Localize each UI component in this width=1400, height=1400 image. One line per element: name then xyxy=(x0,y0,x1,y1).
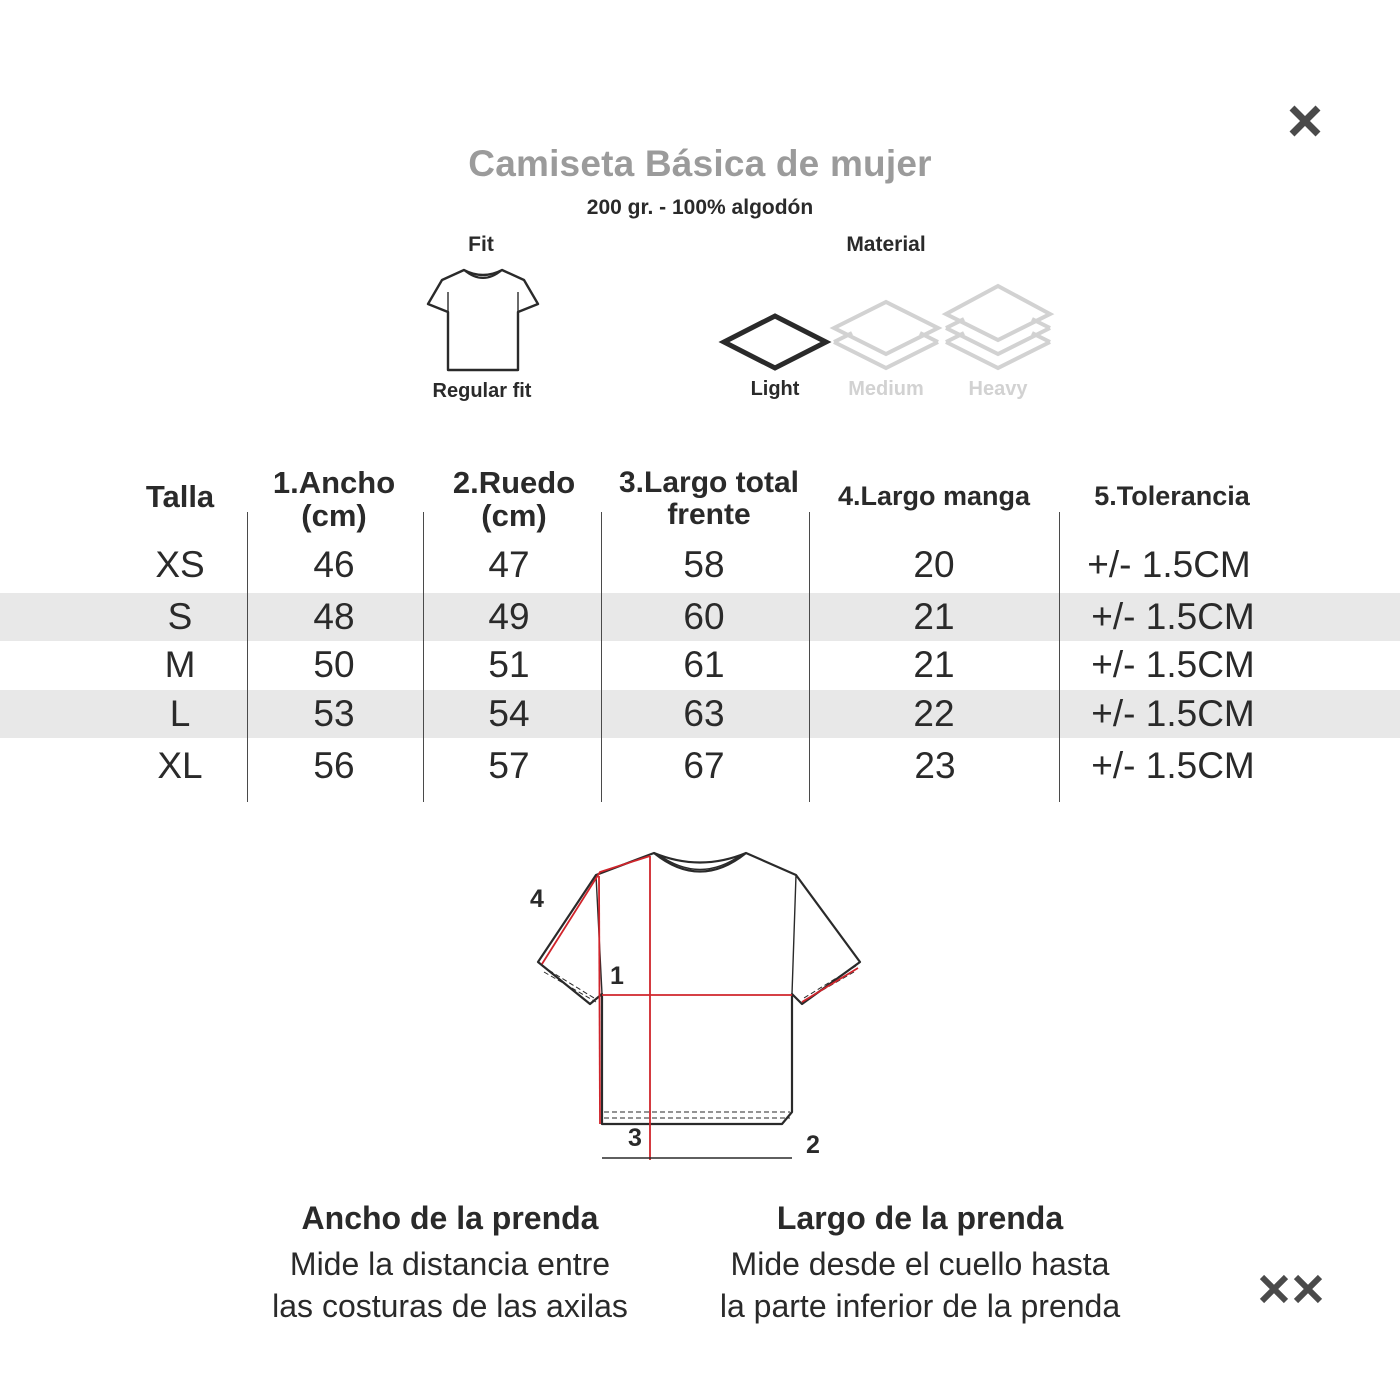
width-instruction-line1: Mide la distancia entre xyxy=(289,1246,611,1282)
cell-talla: S xyxy=(167,596,193,637)
column-divider xyxy=(809,512,810,802)
cell-largo-manga: 23 xyxy=(914,745,956,786)
cell-talla: XL xyxy=(157,745,203,786)
material-option-medium: Medium xyxy=(848,378,924,400)
fit-label: Fit xyxy=(468,233,494,256)
cell-ruedo: 57 xyxy=(488,745,530,786)
xx-logo-icon xyxy=(1259,1274,1323,1304)
cell-largo-total: 60 xyxy=(683,596,725,637)
table-row-band xyxy=(0,690,1400,738)
cell-largo-total: 58 xyxy=(683,544,725,585)
header-talla: Talla xyxy=(145,479,215,515)
tshirt-icon xyxy=(426,268,540,372)
cell-ruedo: 51 xyxy=(488,644,530,685)
header-ancho: 1.Ancho(cm) xyxy=(272,464,396,533)
page-title: Camiseta Básica de mujer xyxy=(468,143,932,184)
header-largo-manga: 4.Largo manga xyxy=(837,481,1031,512)
cell-ancho: 53 xyxy=(313,693,355,734)
heavy-layer-icon xyxy=(941,283,1055,371)
cell-ruedo: 47 xyxy=(488,544,530,585)
column-divider xyxy=(247,512,248,802)
close-icon[interactable] xyxy=(1287,103,1323,139)
cell-ancho: 50 xyxy=(313,644,355,685)
cell-largo-total: 61 xyxy=(683,644,725,685)
material-weight-icons xyxy=(718,283,1055,371)
column-divider xyxy=(601,512,602,802)
header-tolerancia: 5.Tolerancia xyxy=(1094,481,1250,512)
cell-largo-manga: 20 xyxy=(913,544,955,585)
medium-layer-icon xyxy=(829,299,943,371)
header-ruedo: 2.Ruedo(cm) xyxy=(452,464,576,533)
cell-talla: L xyxy=(169,693,191,734)
cell-talla: XS xyxy=(155,544,205,585)
material-option-heavy: Heavy xyxy=(968,378,1028,400)
length-instruction-line2: la parte inferior de la prenda xyxy=(719,1288,1121,1324)
cell-ruedo: 49 xyxy=(488,596,530,637)
cell-largo-manga: 21 xyxy=(913,596,955,637)
length-instruction-title: Largo de la prenda xyxy=(776,1200,1064,1236)
cell-talla: M xyxy=(164,644,196,685)
light-layer-icon xyxy=(718,313,832,371)
cell-ancho: 56 xyxy=(313,745,355,786)
cell-tolerancia: +/- 1.5CM xyxy=(1091,596,1255,637)
measure-marker-4: 4 xyxy=(530,885,544,913)
cell-ancho: 46 xyxy=(313,544,355,585)
column-divider xyxy=(1059,512,1060,802)
measure-marker-1: 1 xyxy=(610,962,624,990)
measure-marker-2: 2 xyxy=(806,1131,820,1159)
cell-ancho: 48 xyxy=(313,596,355,637)
length-instruction: Largo de la prenda Mide desde el cuello … xyxy=(680,1200,1160,1327)
table-row-band xyxy=(0,593,1400,641)
cell-largo-manga: 22 xyxy=(913,693,955,734)
cell-tolerancia: +/- 1.5CM xyxy=(1091,693,1255,734)
width-instruction: Ancho de la prenda Mide la distancia ent… xyxy=(240,1200,660,1327)
measurement-diagram xyxy=(536,851,862,1160)
width-instruction-title: Ancho de la prenda xyxy=(301,1200,599,1236)
length-instruction-line1: Mide desde el cuello hasta xyxy=(730,1246,1110,1282)
size-table: Talla 1.Ancho(cm) 2.Ruedo(cm) 3.Largo to… xyxy=(0,455,1400,805)
cell-ruedo: 54 xyxy=(488,693,530,734)
material-label: Material xyxy=(846,233,926,256)
cell-largo-total: 63 xyxy=(683,693,725,734)
fit-caption: Regular fit xyxy=(432,380,532,402)
width-instruction-line2: las costuras de las axilas xyxy=(272,1288,628,1324)
measure-marker-3: 3 xyxy=(628,1124,642,1152)
cell-tolerancia: +/- 1.5CM xyxy=(1091,644,1255,685)
cell-largo-total: 67 xyxy=(683,745,725,786)
page-subtitle: 200 gr. - 100% algodón xyxy=(586,196,814,219)
cell-tolerancia: +/- 1.5CM xyxy=(1087,544,1251,585)
cell-tolerancia: +/- 1.5CM xyxy=(1091,745,1255,786)
cell-largo-manga: 21 xyxy=(913,644,955,685)
measurement-lines xyxy=(541,855,859,1160)
material-option-light: Light xyxy=(750,378,800,400)
column-divider xyxy=(423,512,424,802)
